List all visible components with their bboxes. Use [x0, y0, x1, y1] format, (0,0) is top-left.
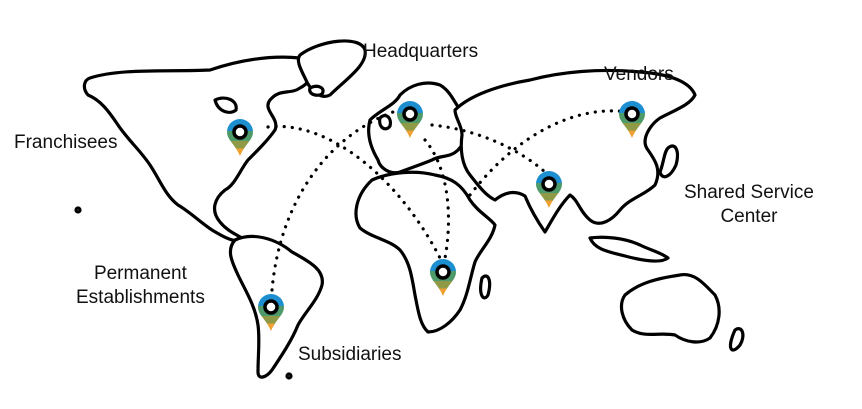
greenland	[296, 39, 367, 98]
location-pins	[227, 101, 645, 331]
hudson-bay-island	[213, 96, 238, 114]
label-permanent-line1: Permanent	[93, 263, 187, 284]
label-permanent-line2: Establishments	[76, 287, 205, 308]
japan	[658, 144, 680, 179]
iceland	[308, 84, 325, 97]
pin-icon-headquarters	[397, 101, 423, 138]
island-dot	[74, 206, 82, 214]
north-america	[82, 55, 315, 243]
label-shared-service-line2: Center	[720, 206, 778, 227]
route-franchisees-to-africa	[266, 124, 442, 260]
label-vendors: Vendors	[604, 64, 674, 85]
new-zealand	[728, 327, 745, 352]
connection-routes	[266, 106, 630, 292]
label-franchisees: Franchisees	[14, 132, 118, 153]
madagascar	[479, 274, 492, 300]
pin-icon-africa	[430, 259, 456, 296]
label-subsidiaries: Subsidiaries	[298, 344, 402, 365]
africa	[354, 170, 497, 334]
label-headquarters: Headquarters	[363, 41, 479, 62]
europe	[367, 81, 469, 175]
falklands-dot	[285, 372, 293, 380]
indonesia	[588, 235, 670, 263]
label-shared-service-line1: Shared Service	[684, 182, 814, 203]
asia	[453, 68, 697, 234]
route-permanent-to-headquarters	[270, 106, 407, 292]
label-shared-service-center: Shared Service Center	[684, 181, 814, 229]
label-permanent-establishments: Permanent Establishments	[76, 262, 205, 310]
pin-icon-permanent	[258, 294, 284, 331]
route-headquarters-to-shared-service	[430, 123, 547, 174]
pin-icon-vendors	[619, 101, 645, 138]
pin-icon-shared-service	[536, 171, 562, 208]
british-isles	[378, 114, 392, 131]
australia	[619, 272, 721, 344]
pin-icon-franchisees	[227, 119, 253, 156]
route-africa-to-vendors	[468, 109, 630, 197]
